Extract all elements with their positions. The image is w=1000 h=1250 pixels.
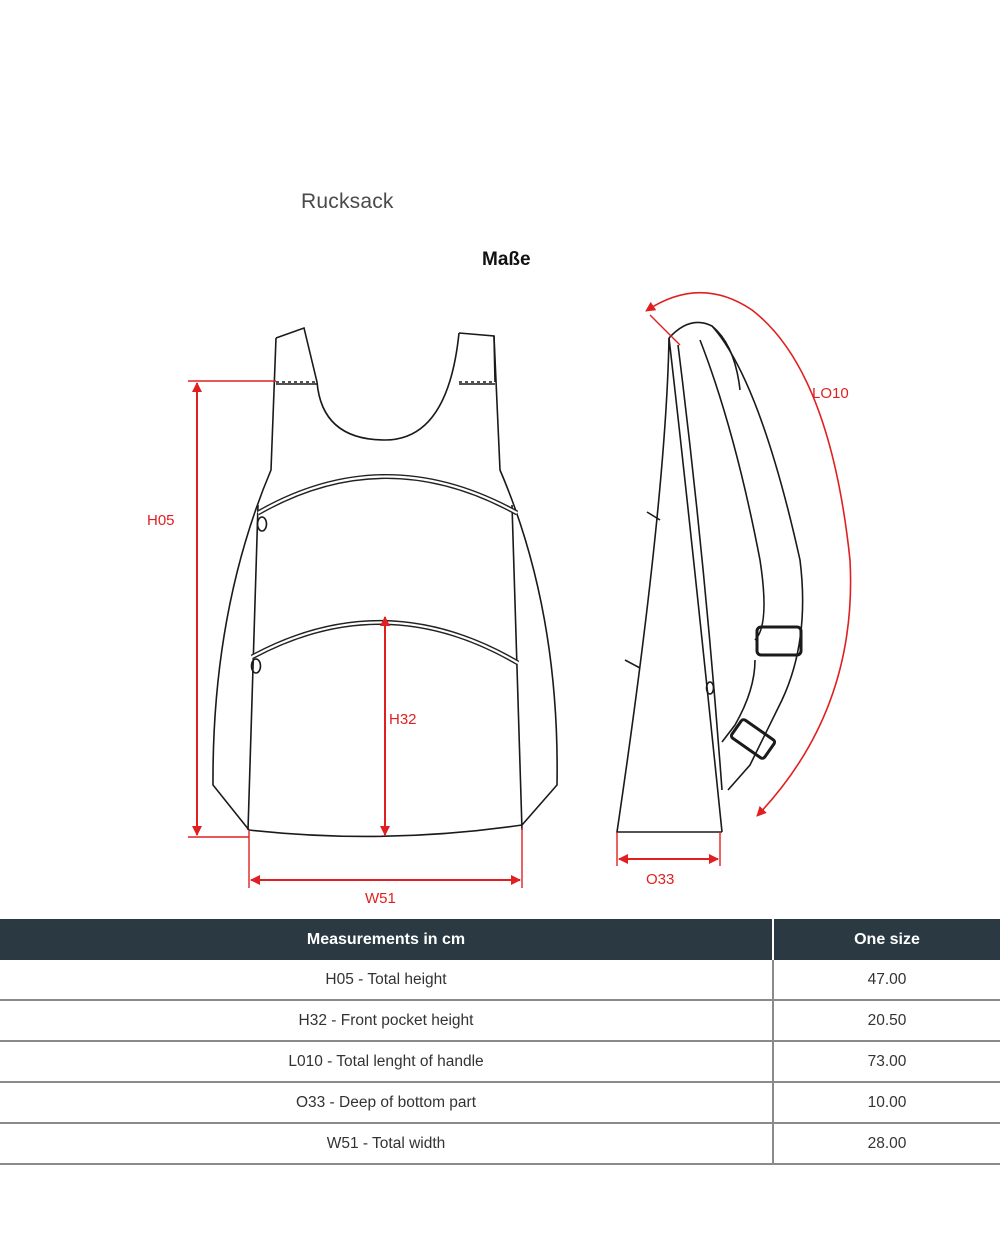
h05-label: H05	[147, 512, 175, 529]
measurement-value: 47.00	[773, 960, 1000, 1001]
backpack-side-view	[616, 321, 804, 833]
front-dimensions	[188, 380, 523, 888]
measurement-name: W51 - Total width	[0, 1123, 774, 1165]
measurement-value: 20.50	[773, 1000, 1000, 1042]
table-row: W51 - Total width 28.00	[0, 1123, 1000, 1165]
table-row: H05 - Total height 47.00	[0, 960, 1000, 1001]
dimensions-heading: Maße	[482, 249, 531, 270]
size-header: One size	[773, 919, 1000, 960]
product-title: Rucksack	[301, 190, 394, 213]
table-row: H32 - Front pocket height 20.50	[0, 1000, 1000, 1042]
measurements-header: Measurements in cm	[0, 919, 774, 960]
measurements-table: Measurements in cm One size H05 - Total …	[0, 919, 1000, 1165]
measurement-value: 28.00	[773, 1123, 1000, 1165]
table-row: L010 - Total lenght of handle 73.00	[0, 1041, 1000, 1083]
side-dimensions	[616, 292, 852, 866]
measurement-name: H05 - Total height	[0, 960, 774, 1001]
backpack-diagram: H05 H32 W51 O33 LO10	[147, 292, 852, 907]
lo10-dimension-arc	[645, 292, 852, 817]
measurement-name: L010 - Total lenght of handle	[0, 1041, 774, 1083]
w51-label: W51	[365, 890, 396, 907]
measurement-value: 10.00	[773, 1082, 1000, 1124]
h32-label: H32	[389, 711, 417, 728]
measurement-name: H32 - Front pocket height	[0, 1000, 774, 1042]
table-row: O33 - Deep of bottom part 10.00	[0, 1082, 1000, 1124]
lo10-label: LO10	[812, 385, 849, 402]
table-header-row: Measurements in cm One size	[0, 919, 1000, 960]
measurement-value: 73.00	[773, 1041, 1000, 1083]
o33-label: O33	[646, 871, 674, 888]
measurement-name: O33 - Deep of bottom part	[0, 1082, 774, 1124]
